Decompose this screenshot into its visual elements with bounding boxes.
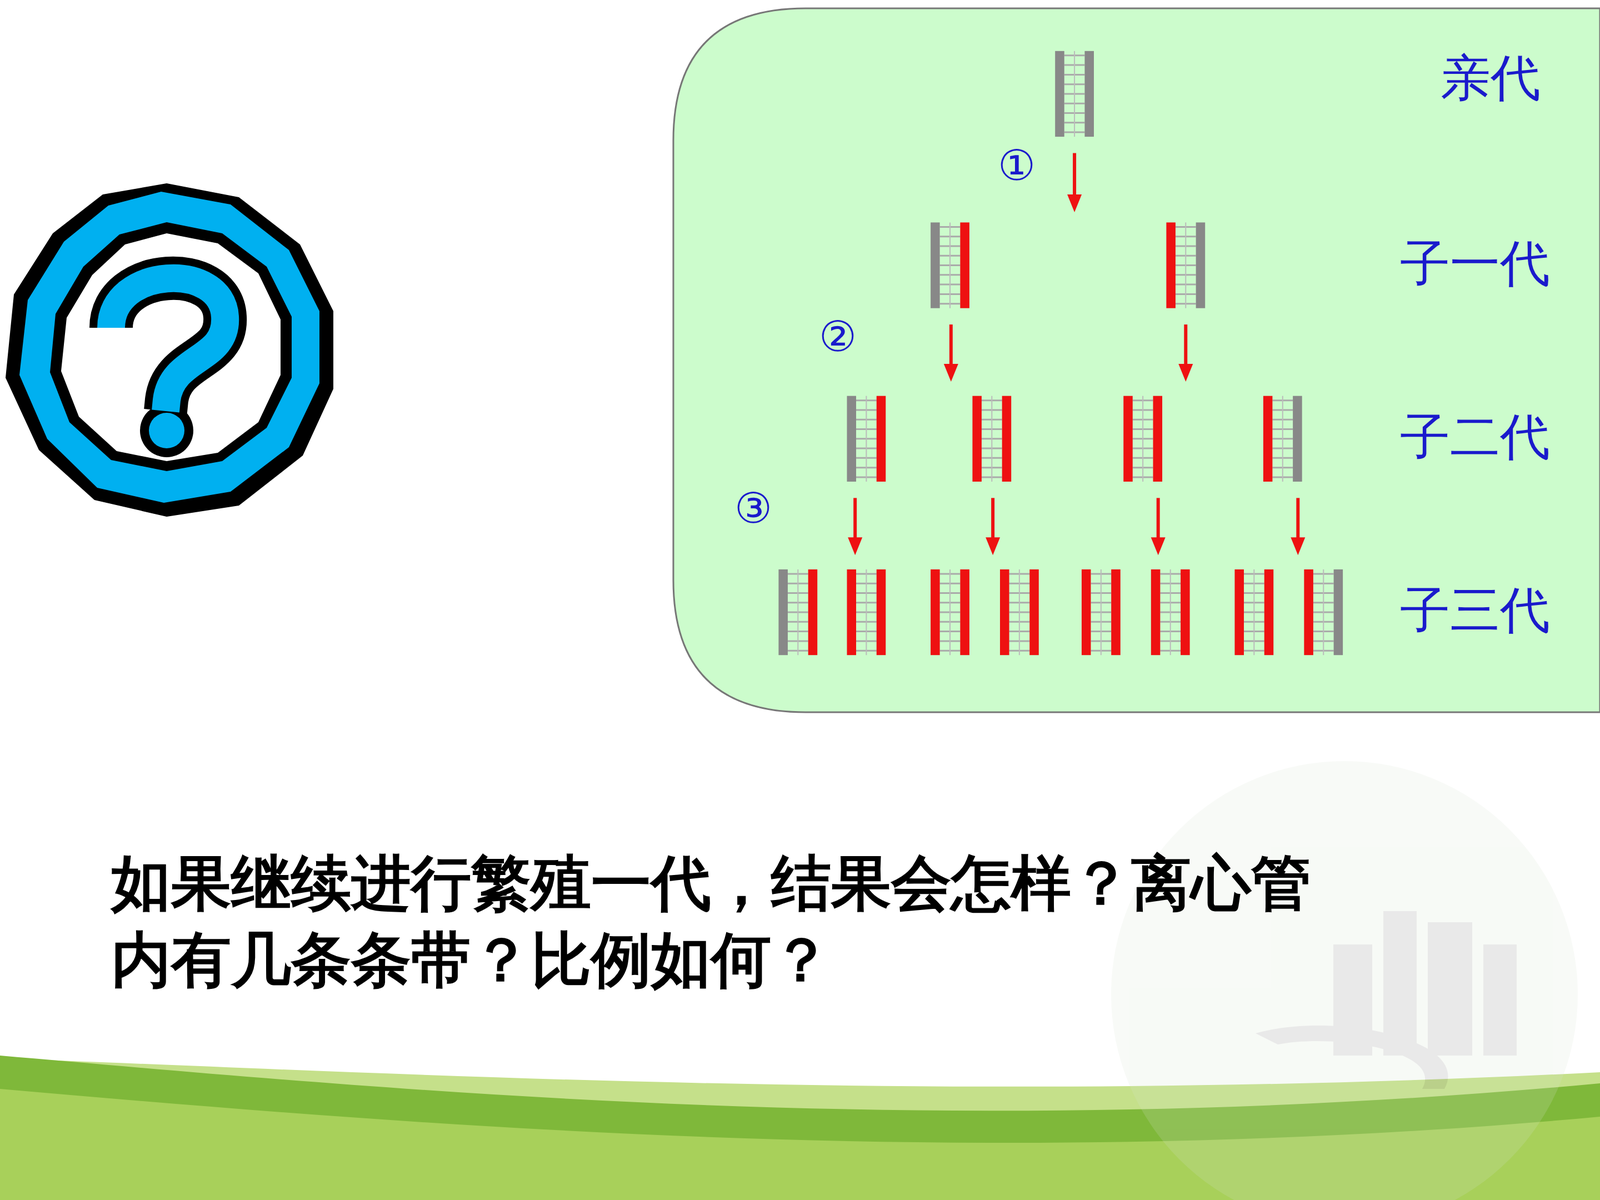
axis — [991, 396, 993, 482]
axis — [797, 569, 799, 655]
dna-ladder — [972, 396, 1012, 482]
dna-ladder — [846, 569, 886, 655]
strand — [1084, 51, 1094, 137]
axis — [1253, 569, 1255, 655]
dna-ladder — [1263, 396, 1303, 482]
dna-ladder — [846, 396, 886, 482]
strand — [1196, 222, 1206, 308]
strand — [930, 222, 940, 308]
dna-ladder — [778, 569, 818, 655]
axis — [1185, 222, 1187, 308]
arrow-shaft — [853, 497, 857, 540]
question-icon — [5, 183, 334, 517]
panel — [673, 8, 1600, 713]
dna-ladder — [1151, 569, 1190, 655]
strand — [1264, 569, 1274, 655]
strand — [1123, 396, 1133, 482]
callout-number: ② — [818, 315, 857, 358]
axis — [1073, 51, 1075, 137]
arrow-head — [1151, 537, 1166, 555]
callout-number: ① — [997, 144, 1036, 187]
axis — [1142, 396, 1144, 482]
arrow-shaft — [949, 324, 953, 367]
generation-label: 子二代 — [1400, 411, 1550, 462]
strand — [1081, 569, 1092, 655]
strand — [1153, 396, 1163, 482]
strand — [1151, 569, 1161, 655]
arrow-shaft — [1156, 497, 1160, 540]
dna-ladder — [930, 569, 970, 655]
axis — [949, 569, 951, 655]
strand — [1303, 569, 1314, 655]
callout-number: ③ — [734, 487, 773, 530]
dna-ladders — [778, 51, 1343, 655]
question-text: 如果继续进行繁殖一代，结果会怎样？离心管 内有几条条带？比例如何？ — [111, 844, 1362, 998]
axis — [865, 396, 867, 482]
strand — [1111, 569, 1121, 655]
dna-ladder — [930, 222, 970, 308]
strand — [778, 569, 788, 655]
arrow-head — [943, 363, 959, 382]
strand — [960, 222, 970, 308]
arrow-shaft — [1296, 497, 1300, 540]
axis — [1100, 569, 1102, 655]
strand — [960, 569, 970, 655]
axis — [1170, 569, 1172, 655]
strand — [1333, 569, 1344, 655]
replication-arrows — [847, 153, 1305, 556]
strand — [1263, 396, 1273, 482]
strand — [846, 396, 857, 482]
dna-ladder — [1123, 396, 1163, 482]
strand — [972, 396, 982, 482]
arrow-head — [847, 537, 863, 555]
generation-label: 子三代 — [1400, 585, 1550, 635]
dna-ladder — [1000, 569, 1039, 655]
city-watermark — [1111, 761, 1578, 1200]
strand — [1166, 222, 1176, 308]
dna-ladder — [1166, 222, 1205, 308]
strand — [1002, 396, 1012, 482]
axis — [949, 222, 951, 308]
dna-ladder — [1055, 51, 1094, 137]
arrow-head — [985, 537, 1000, 555]
arrow-shaft — [991, 497, 995, 540]
strand — [876, 569, 887, 655]
dna-ladder — [1081, 569, 1121, 655]
arrow-shaft — [1183, 324, 1188, 367]
strand — [1180, 569, 1190, 655]
strand — [1029, 569, 1039, 655]
generation-label: 亲代 — [1440, 52, 1541, 103]
arrow-shaft — [1072, 153, 1077, 198]
arrow-head — [1067, 194, 1082, 213]
strand — [1055, 51, 1065, 137]
strand — [1292, 396, 1303, 482]
strand — [876, 396, 887, 482]
strand — [930, 569, 940, 655]
strand — [846, 569, 857, 655]
axis — [1322, 569, 1324, 655]
arrow-head — [1290, 537, 1305, 555]
axis — [1282, 396, 1284, 482]
generation-label: 子一代 — [1400, 238, 1550, 289]
strand — [808, 569, 818, 655]
dna-ladder — [1303, 569, 1343, 655]
axis — [1018, 569, 1020, 655]
axis — [865, 569, 867, 655]
strand — [1234, 569, 1244, 655]
dna-ladder — [1234, 569, 1274, 655]
arrow-head — [1178, 363, 1193, 382]
strand — [1000, 569, 1010, 655]
